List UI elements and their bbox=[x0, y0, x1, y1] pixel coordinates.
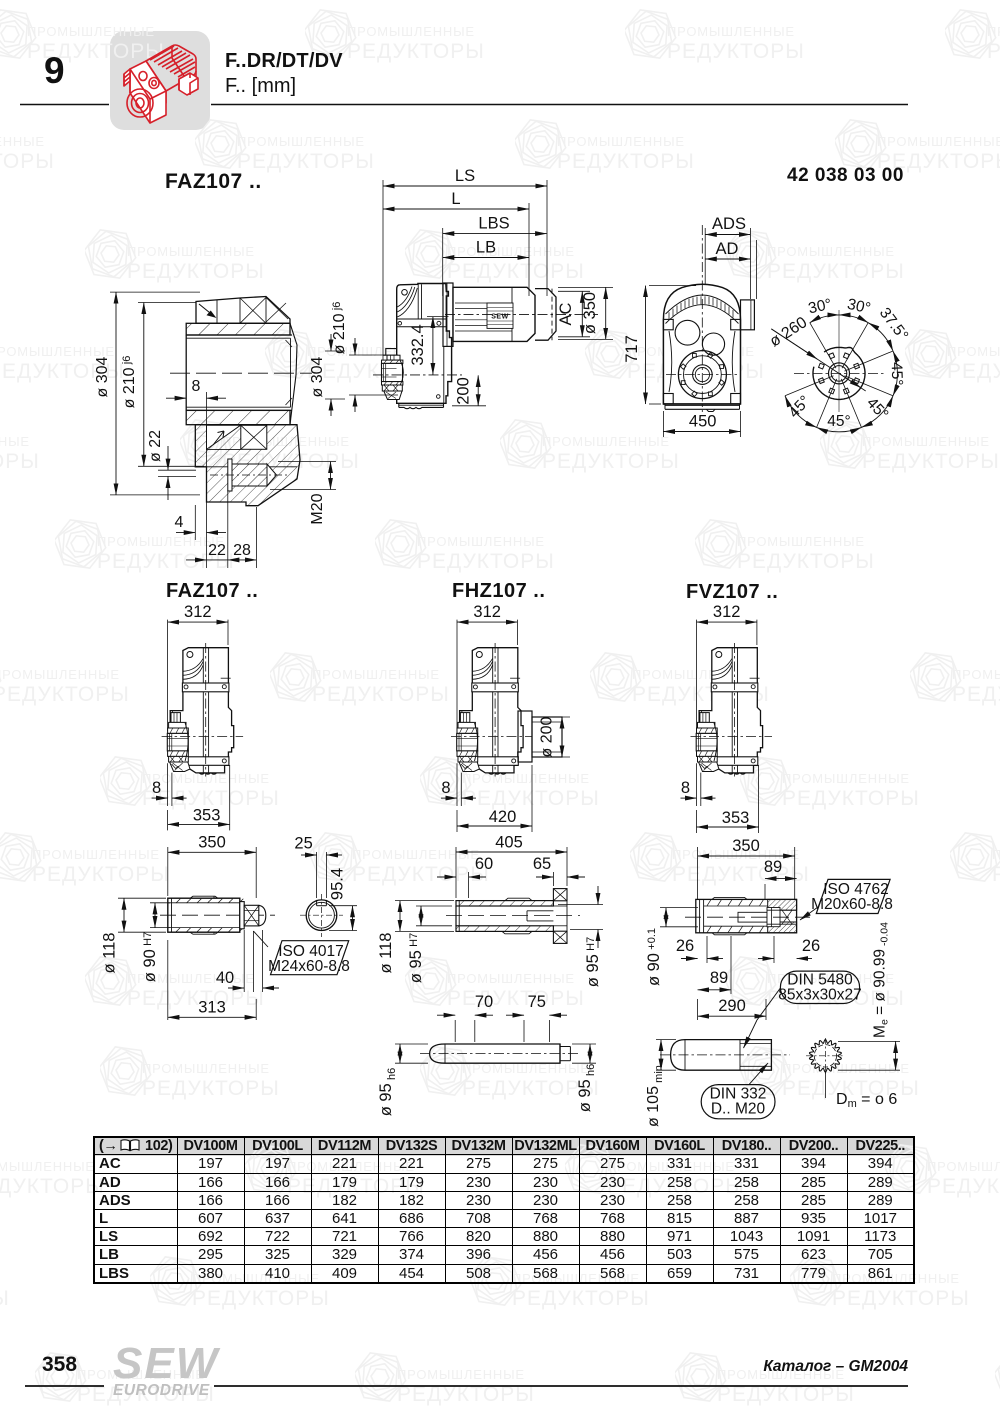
svg-text:350: 350 bbox=[198, 834, 226, 852]
svg-text:290: 290 bbox=[718, 997, 746, 1015]
svg-text:312: 312 bbox=[184, 603, 212, 621]
svg-text:AC: AC bbox=[557, 302, 575, 325]
svg-text:30°: 30° bbox=[807, 296, 833, 318]
svg-text:8: 8 bbox=[192, 378, 201, 395]
svg-text:ø 260: ø 260 bbox=[767, 314, 811, 351]
svg-text:26: 26 bbox=[676, 937, 694, 955]
svg-text:70: 70 bbox=[475, 993, 493, 1011]
svg-text:45°: 45° bbox=[888, 362, 906, 386]
svg-text:312: 312 bbox=[713, 603, 741, 621]
svg-text:ø 22: ø 22 bbox=[147, 430, 164, 462]
svg-text:8: 8 bbox=[441, 779, 450, 797]
svg-text:Me = ø 90.99 -0.04: Me = ø 90.99 -0.04 bbox=[872, 922, 891, 1038]
svg-text:ADS: ADS bbox=[712, 215, 746, 233]
svg-text:313: 313 bbox=[198, 999, 226, 1017]
svg-text:450: 450 bbox=[689, 413, 717, 431]
svg-text:DIN 332: DIN 332 bbox=[710, 1086, 767, 1103]
svg-text:ø 90 H7: ø 90 H7 bbox=[141, 932, 159, 982]
svg-text:25: 25 bbox=[294, 835, 312, 853]
svg-text:FHZ107 ..: FHZ107 .. bbox=[452, 580, 545, 602]
svg-text:40: 40 bbox=[216, 969, 234, 987]
svg-text:ø 210 j6: ø 210 j6 bbox=[121, 356, 138, 409]
svg-text:350: 350 bbox=[732, 837, 760, 855]
svg-text:45°: 45° bbox=[785, 393, 813, 422]
svg-text:LS: LS bbox=[455, 167, 475, 185]
svg-text:ø 95 h6: ø 95 h6 bbox=[377, 1068, 398, 1117]
svg-text:ø 200: ø 200 bbox=[539, 716, 556, 757]
svg-text:D.. M20: D.. M20 bbox=[711, 1101, 766, 1118]
svg-text:42 038 03 00: 42 038 03 00 bbox=[787, 165, 904, 186]
svg-text:FVZ107 ..: FVZ107 .. bbox=[686, 581, 778, 603]
svg-text:DIN 5480: DIN 5480 bbox=[787, 972, 853, 989]
svg-text:ø 210 j6: ø 210 j6 bbox=[331, 302, 348, 355]
svg-text:353: 353 bbox=[722, 809, 750, 827]
svg-text:45°: 45° bbox=[863, 395, 891, 424]
svg-text:L: L bbox=[451, 190, 460, 208]
svg-text:LB: LB bbox=[476, 239, 496, 257]
svg-text:ø 304: ø 304 bbox=[94, 356, 111, 397]
svg-text:89: 89 bbox=[764, 858, 782, 876]
svg-text:ø 95 h6: ø 95 h6 bbox=[576, 1064, 597, 1113]
svg-text:M24x60-8.8: M24x60-8.8 bbox=[268, 958, 350, 975]
svg-text:37.5°: 37.5° bbox=[876, 305, 911, 344]
svg-text:26: 26 bbox=[802, 937, 820, 955]
svg-text:85x3x30x27: 85x3x30x27 bbox=[778, 987, 862, 1004]
svg-text:ø 118: ø 118 bbox=[377, 933, 395, 974]
svg-text:FAZ107 ..: FAZ107 .. bbox=[166, 580, 258, 602]
svg-text:8: 8 bbox=[681, 779, 690, 797]
svg-text:200: 200 bbox=[455, 377, 473, 405]
svg-text:M20: M20 bbox=[309, 493, 326, 524]
svg-text:ISO 4762: ISO 4762 bbox=[823, 881, 889, 898]
svg-text:8: 8 bbox=[152, 779, 161, 797]
svg-text:30°: 30° bbox=[846, 296, 872, 318]
svg-text:M20x60-8.8: M20x60-8.8 bbox=[811, 896, 893, 913]
svg-text:45°: 45° bbox=[827, 413, 850, 430]
svg-text:95.4: 95.4 bbox=[329, 868, 347, 900]
svg-text:75: 75 bbox=[528, 993, 546, 1011]
svg-text:65: 65 bbox=[533, 855, 551, 873]
svg-text:60: 60 bbox=[475, 855, 493, 873]
svg-text:ø 105 min: ø 105 min bbox=[645, 1065, 665, 1127]
svg-text:ø 304: ø 304 bbox=[309, 356, 326, 397]
svg-text:353: 353 bbox=[193, 806, 221, 824]
svg-text:ISO 4017: ISO 4017 bbox=[278, 943, 344, 960]
svg-text:ø 95 H7: ø 95 H7 bbox=[407, 933, 425, 983]
svg-text:ø 350: ø 350 bbox=[581, 292, 599, 334]
svg-text:ø 95 H7: ø 95 H7 bbox=[584, 937, 602, 987]
svg-text:405: 405 bbox=[495, 834, 523, 852]
svg-text:22: 22 bbox=[208, 542, 226, 559]
svg-text:4: 4 bbox=[175, 514, 184, 531]
svg-text:28: 28 bbox=[233, 542, 251, 559]
svg-text:89: 89 bbox=[710, 969, 728, 987]
svg-text:Dm = o 6: Dm = o 6 bbox=[836, 1091, 897, 1110]
svg-text:ø 90 +0.1: ø 90 +0.1 bbox=[645, 928, 663, 986]
svg-text:420: 420 bbox=[489, 808, 517, 826]
svg-text:312: 312 bbox=[473, 603, 501, 621]
svg-text:ø 118: ø 118 bbox=[101, 933, 119, 974]
svg-text:SEW: SEW bbox=[491, 313, 508, 320]
svg-text:LBS: LBS bbox=[478, 215, 509, 233]
svg-text:717: 717 bbox=[623, 335, 641, 363]
svg-text:AD: AD bbox=[716, 240, 739, 258]
svg-text:FAZ107 ..: FAZ107 .. bbox=[165, 170, 262, 193]
svg-text:332.4: 332.4 bbox=[409, 324, 427, 365]
